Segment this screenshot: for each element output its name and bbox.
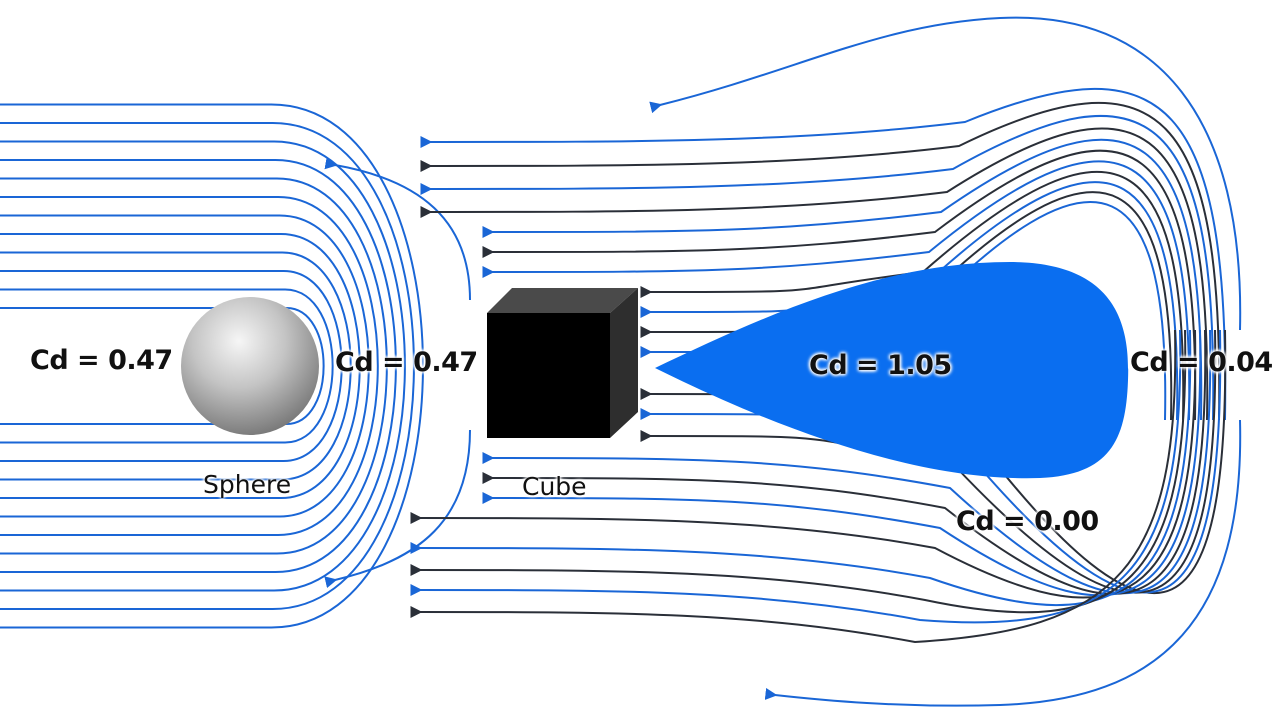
streamline xyxy=(0,103,424,629)
streamline xyxy=(482,149,1197,421)
cube-shape xyxy=(487,288,638,438)
sphere-label: Sphere xyxy=(203,470,292,499)
cube-label: Cube xyxy=(522,472,587,501)
streamline xyxy=(0,288,334,444)
streamline xyxy=(649,16,1242,331)
sphere-shape xyxy=(181,297,319,435)
streamline xyxy=(482,160,1191,421)
streamline xyxy=(410,329,1197,599)
streamline xyxy=(0,270,343,462)
streamline xyxy=(0,196,379,536)
cd-label-left: Cd = 0.47 xyxy=(30,345,173,376)
streamline xyxy=(324,157,471,301)
streamline xyxy=(0,307,325,425)
streamline xyxy=(0,122,415,610)
sphere-streamlines xyxy=(0,103,471,629)
streamline xyxy=(410,329,1182,624)
streamline xyxy=(420,101,1221,421)
streamline xyxy=(0,214,370,518)
streamline xyxy=(420,88,1227,421)
streamline xyxy=(0,233,361,499)
streamline xyxy=(410,329,1177,644)
cd-label-sphere-right: Cd = 0.47 xyxy=(335,347,478,378)
streamline xyxy=(410,329,1192,607)
streamline xyxy=(764,419,1242,707)
streamline xyxy=(640,329,1217,594)
cd-label-wake: Cd = 1.05 xyxy=(809,350,952,381)
streamline xyxy=(482,138,1203,421)
streamline xyxy=(0,159,397,573)
cd-label-bottom: Cd = 0.00 xyxy=(956,506,1099,537)
streamline xyxy=(410,329,1187,614)
streamline xyxy=(0,251,352,481)
streamline xyxy=(420,127,1209,421)
streamline xyxy=(420,114,1215,421)
wake-teardrop xyxy=(655,262,1129,479)
streamline xyxy=(324,429,471,589)
streamline xyxy=(482,329,1207,595)
streamline xyxy=(640,171,1185,421)
streamline xyxy=(482,329,1212,595)
cd-label-right: Cd = 0.04 xyxy=(1130,347,1273,378)
streamline xyxy=(482,329,1202,597)
streamline xyxy=(0,177,388,555)
